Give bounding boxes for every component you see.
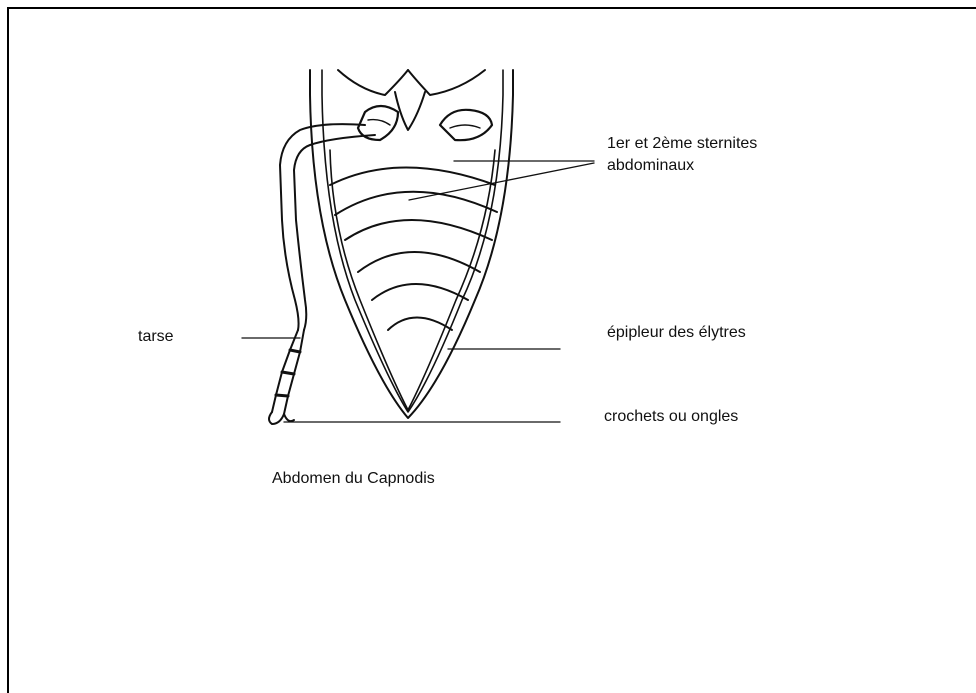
figure-caption: Abdomen du Capnodis — [272, 468, 435, 490]
abdomen-body — [310, 70, 513, 418]
leader-line-sternite-2 — [409, 163, 594, 200]
label-epipleur: épipleur des élytres — [607, 322, 746, 344]
thorax — [338, 70, 492, 140]
leg — [269, 124, 375, 424]
label-crochets: crochets ou ongles — [604, 406, 738, 428]
label-sternites-line1: 1er et 2ème sternites — [607, 133, 757, 155]
label-sternites: 1er et 2ème sternites abdominaux — [607, 133, 757, 177]
label-tarse: tarse — [138, 326, 174, 348]
label-sternites-line2: abdominaux — [607, 155, 757, 177]
